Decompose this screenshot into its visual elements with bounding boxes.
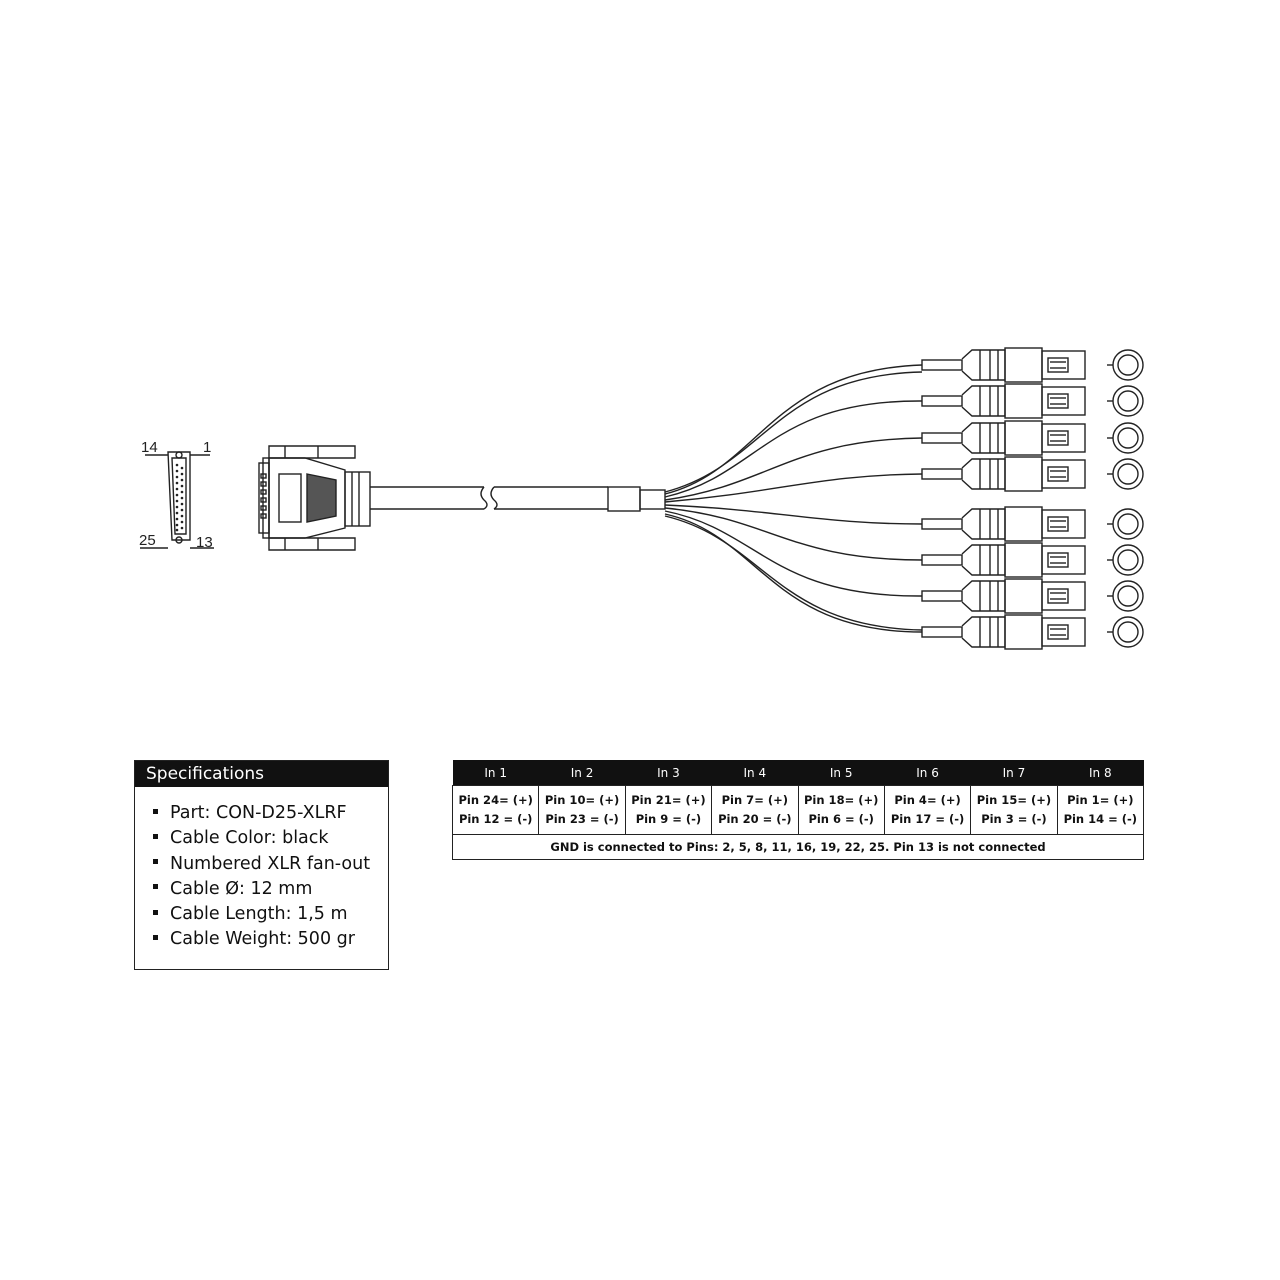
- pin-cell: Pin 7= (+) Pin 20 = (-): [711, 785, 799, 835]
- table-header-row: In 1 In 2 In 3 In 4 In 5 In 6 In 7 In 8: [452, 760, 1144, 786]
- xlr-connector: [921, 614, 1144, 650]
- pin-cell: Pin 4= (+) Pin 17 = (-): [883, 785, 972, 835]
- pin-plus: Pin 10= (+): [544, 793, 620, 807]
- pin-plus: Pin 21= (+): [631, 793, 706, 807]
- pin-cell: Pin 1= (+) Pin 14 = (-): [1056, 785, 1145, 835]
- specifications-box: Specifications Part: CON-D25-XLRF Cable …: [134, 760, 389, 970]
- bullet-icon: [153, 859, 158, 865]
- column-header: In 6: [884, 760, 971, 786]
- pin-minus: Pin 23 = (-): [545, 812, 619, 826]
- pin-plus: Pin 7= (+): [721, 793, 788, 807]
- pin-plus: Pin 18= (+): [804, 793, 879, 807]
- bullet-icon: [153, 808, 158, 814]
- pin-cell: Pin 18= (+) Pin 6 = (-): [797, 785, 885, 835]
- specifications-title: Specifications: [135, 761, 388, 787]
- pin-plus: Pin 1= (+): [1067, 793, 1134, 807]
- table-row: GND is connected to Pins: 2, 5, 8, 11, 1…: [452, 834, 1144, 860]
- dsub-side-slots: [260, 473, 267, 519]
- column-header: In 3: [625, 760, 712, 786]
- bullet-icon: [153, 833, 158, 839]
- xlr-connector: [921, 420, 1144, 456]
- fanout-wires: [664, 364, 923, 633]
- pin-plus: Pin 24= (+): [458, 793, 533, 807]
- spec-item: Cable Weight: 500 gr: [153, 927, 388, 952]
- pin-minus: Pin 6 = (-): [808, 812, 874, 826]
- spec-item: Cable Color: black: [153, 826, 388, 851]
- pin-cell: Pin 10= (+) Pin 23 = (-): [538, 785, 626, 835]
- pin-assignment-table: In 1 In 2 In 3 In 4 In 5 In 6 In 7 In 8 …: [451, 760, 1145, 860]
- spec-item: Part: CON-D25-XLRF: [153, 801, 388, 826]
- spec-item-text: Cable Color: black: [170, 828, 329, 849]
- pin-cell: Pin 21= (+) Pin 9 = (-): [624, 785, 713, 835]
- spec-item-text: Part: CON-D25-XLRF: [170, 803, 347, 823]
- pin-cell: Pin 24= (+) Pin 12 = (-): [451, 785, 540, 835]
- pin-minus: Pin 12 = (-): [458, 812, 533, 826]
- gnd-note: GND is connected to Pins: 2, 5, 8, 11, 1…: [452, 834, 1144, 860]
- dsub-pin-dots: [175, 463, 184, 532]
- spec-item-text: Cable Length: 1,5 m: [170, 904, 348, 925]
- pin-label-1: 1: [203, 439, 211, 456]
- pin-plus: Pin 15= (+): [976, 793, 1052, 807]
- column-header: In 2: [538, 760, 626, 786]
- pin-minus: Pin 17 = (-): [890, 812, 965, 826]
- specifications-list: Part: CON-D25-XLRF Cable Color: black Nu…: [135, 787, 388, 953]
- column-header: In 5: [798, 760, 885, 786]
- spec-item: Numbered XLR fan-out: [153, 852, 388, 877]
- xlr-connector: [921, 383, 1144, 419]
- bullet-icon: [153, 909, 158, 915]
- pin-label-13: 13: [196, 534, 213, 551]
- pin-minus: Pin 20 = (-): [718, 812, 792, 826]
- bullet-icon: [153, 934, 158, 940]
- pin-minus: Pin 9 = (-): [635, 812, 702, 826]
- column-header: In 4: [711, 760, 798, 786]
- xlr-connector: [921, 542, 1144, 578]
- pin-minus: Pin 14 = (-): [1063, 812, 1138, 826]
- bullet-icon: [153, 884, 158, 890]
- table-row: Pin 24= (+) Pin 12 = (-) Pin 10= (+) Pin 2…: [451, 785, 1145, 835]
- column-header: In 7: [970, 760, 1058, 786]
- dsub25-connector: [258, 445, 371, 551]
- spec-item: Cable Ø: 12 mm: [153, 877, 388, 902]
- xlr-connector: [921, 456, 1144, 492]
- spec-item-text: Cable Weight: 500 gr: [170, 929, 355, 950]
- xlr-connector: [921, 506, 1144, 542]
- column-header: In 1: [452, 760, 539, 786]
- spec-item-text: Cable Ø: 12 mm: [170, 878, 313, 899]
- dsub-pinout-face: [140, 451, 214, 549]
- pin-label-14: 14: [141, 439, 158, 456]
- column-header: In 8: [1057, 760, 1144, 786]
- xlr-connector: [921, 578, 1144, 614]
- pin-plus: Pin 4= (+): [894, 793, 961, 807]
- pin-label-25: 25: [139, 532, 156, 549]
- xlr-connector: [921, 347, 1144, 383]
- main-cable: [370, 486, 666, 512]
- pin-cell: Pin 15= (+) Pin 3 = (-): [970, 785, 1058, 835]
- spec-item-text: Numbered XLR fan-out: [170, 853, 371, 874]
- pin-minus: Pin 3 = (-): [981, 812, 1047, 826]
- spec-item: Cable Length: 1,5 m: [153, 902, 388, 927]
